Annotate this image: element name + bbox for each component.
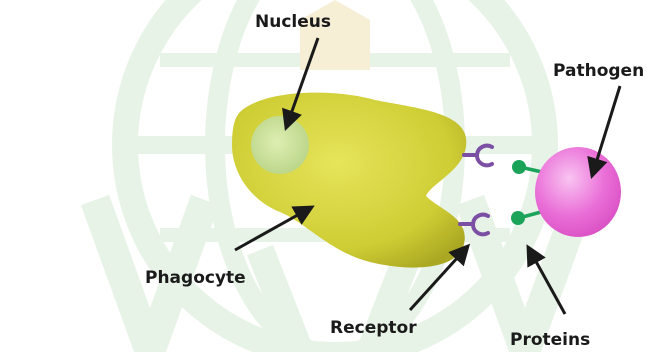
label-receptor: Receptor: [330, 318, 417, 338]
label-nucleus: Nucleus: [255, 12, 331, 32]
pathogen: [535, 147, 621, 237]
label-phagocyte: Phagocyte: [145, 268, 246, 288]
nucleus: [251, 116, 309, 174]
label-pathogen: Pathogen: [553, 61, 644, 81]
label-proteins: Proteins: [510, 330, 590, 350]
